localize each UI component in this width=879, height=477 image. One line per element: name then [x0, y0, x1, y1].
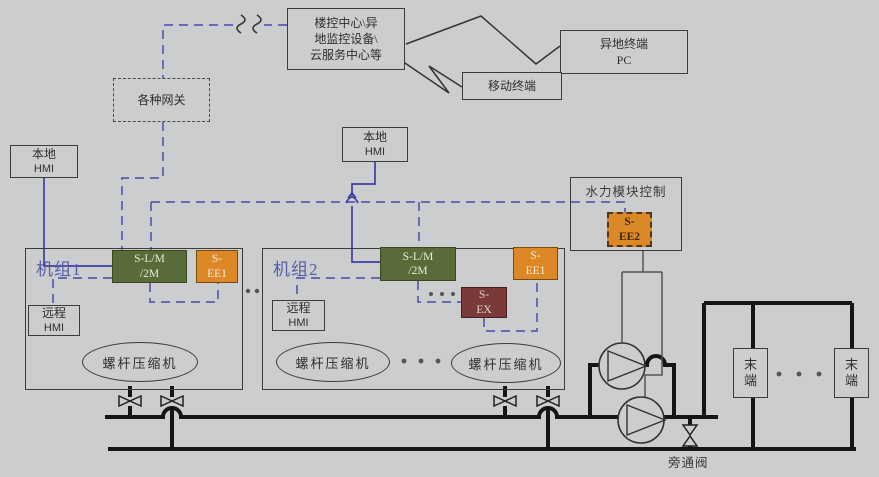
unit1-slm-module: S-L/M /2M	[112, 250, 187, 283]
gateway-box: 各种网关	[113, 78, 210, 122]
unit1-remote-hmi-box: 远程 HMI	[28, 305, 80, 336]
line-break-icon	[236, 14, 262, 34]
local-hmi-left-box: 本地 HMI	[10, 145, 78, 178]
valve-icon	[160, 394, 174, 408]
remote-terminal-pc-box: 异地终端 PC	[560, 30, 688, 74]
unit2-compressor-2: 螺杆压缩机	[451, 343, 561, 383]
pump-icon	[617, 396, 665, 444]
misc-lines	[401, 15, 663, 398]
valve-icon	[493, 394, 507, 408]
hydraulic-module-box: 水力模块控制	[570, 177, 682, 251]
bypass-valve-icon	[681, 424, 699, 437]
terminal-unit-1: 末端	[733, 348, 768, 398]
terminal-unit-2: 末端	[834, 348, 869, 398]
mobile-terminal-box: 移动终端	[462, 72, 562, 100]
pump-icon	[598, 342, 646, 390]
bypass-valve-label: 旁通阀	[668, 456, 709, 470]
unit2-label: 机组2	[273, 260, 319, 279]
dashed-comm-lines	[52, 24, 626, 332]
unit2-see1-module: S- EE1	[513, 247, 558, 280]
ellipsis-dots	[245, 288, 822, 377]
unit1-see1-module: S- EE1	[196, 250, 238, 283]
unit2-sex-module: S- EX	[461, 287, 507, 318]
lightning-link-mobile	[401, 60, 463, 94]
unit1-label: 机组1	[36, 260, 82, 279]
lightning-link-pc	[405, 15, 561, 65]
valve-icons	[118, 394, 699, 447]
valve-icon	[536, 394, 550, 408]
solid-hmi-wires	[43, 162, 380, 267]
unit2-compressor-1: 螺杆压缩机	[276, 342, 390, 382]
hydraulic-module-title: 水力模块控制	[585, 185, 667, 199]
unit1-box: 机组1	[25, 248, 243, 390]
building-control-center-box: 楼控中心\异 地监控设备\ 云服务中心等	[287, 8, 405, 70]
pump-symbols	[598, 342, 667, 444]
valve-icon	[118, 394, 132, 408]
unit2-slm-module: S-L/M /2M	[380, 247, 456, 281]
unit2-remote-hmi-box: 远程 HMI	[272, 300, 325, 331]
s-ee2-module: S- EE2	[607, 212, 652, 247]
unit1-compressor: 螺杆压缩机	[82, 342, 198, 382]
local-hmi-center-box: 本地 HMI	[342, 127, 408, 162]
